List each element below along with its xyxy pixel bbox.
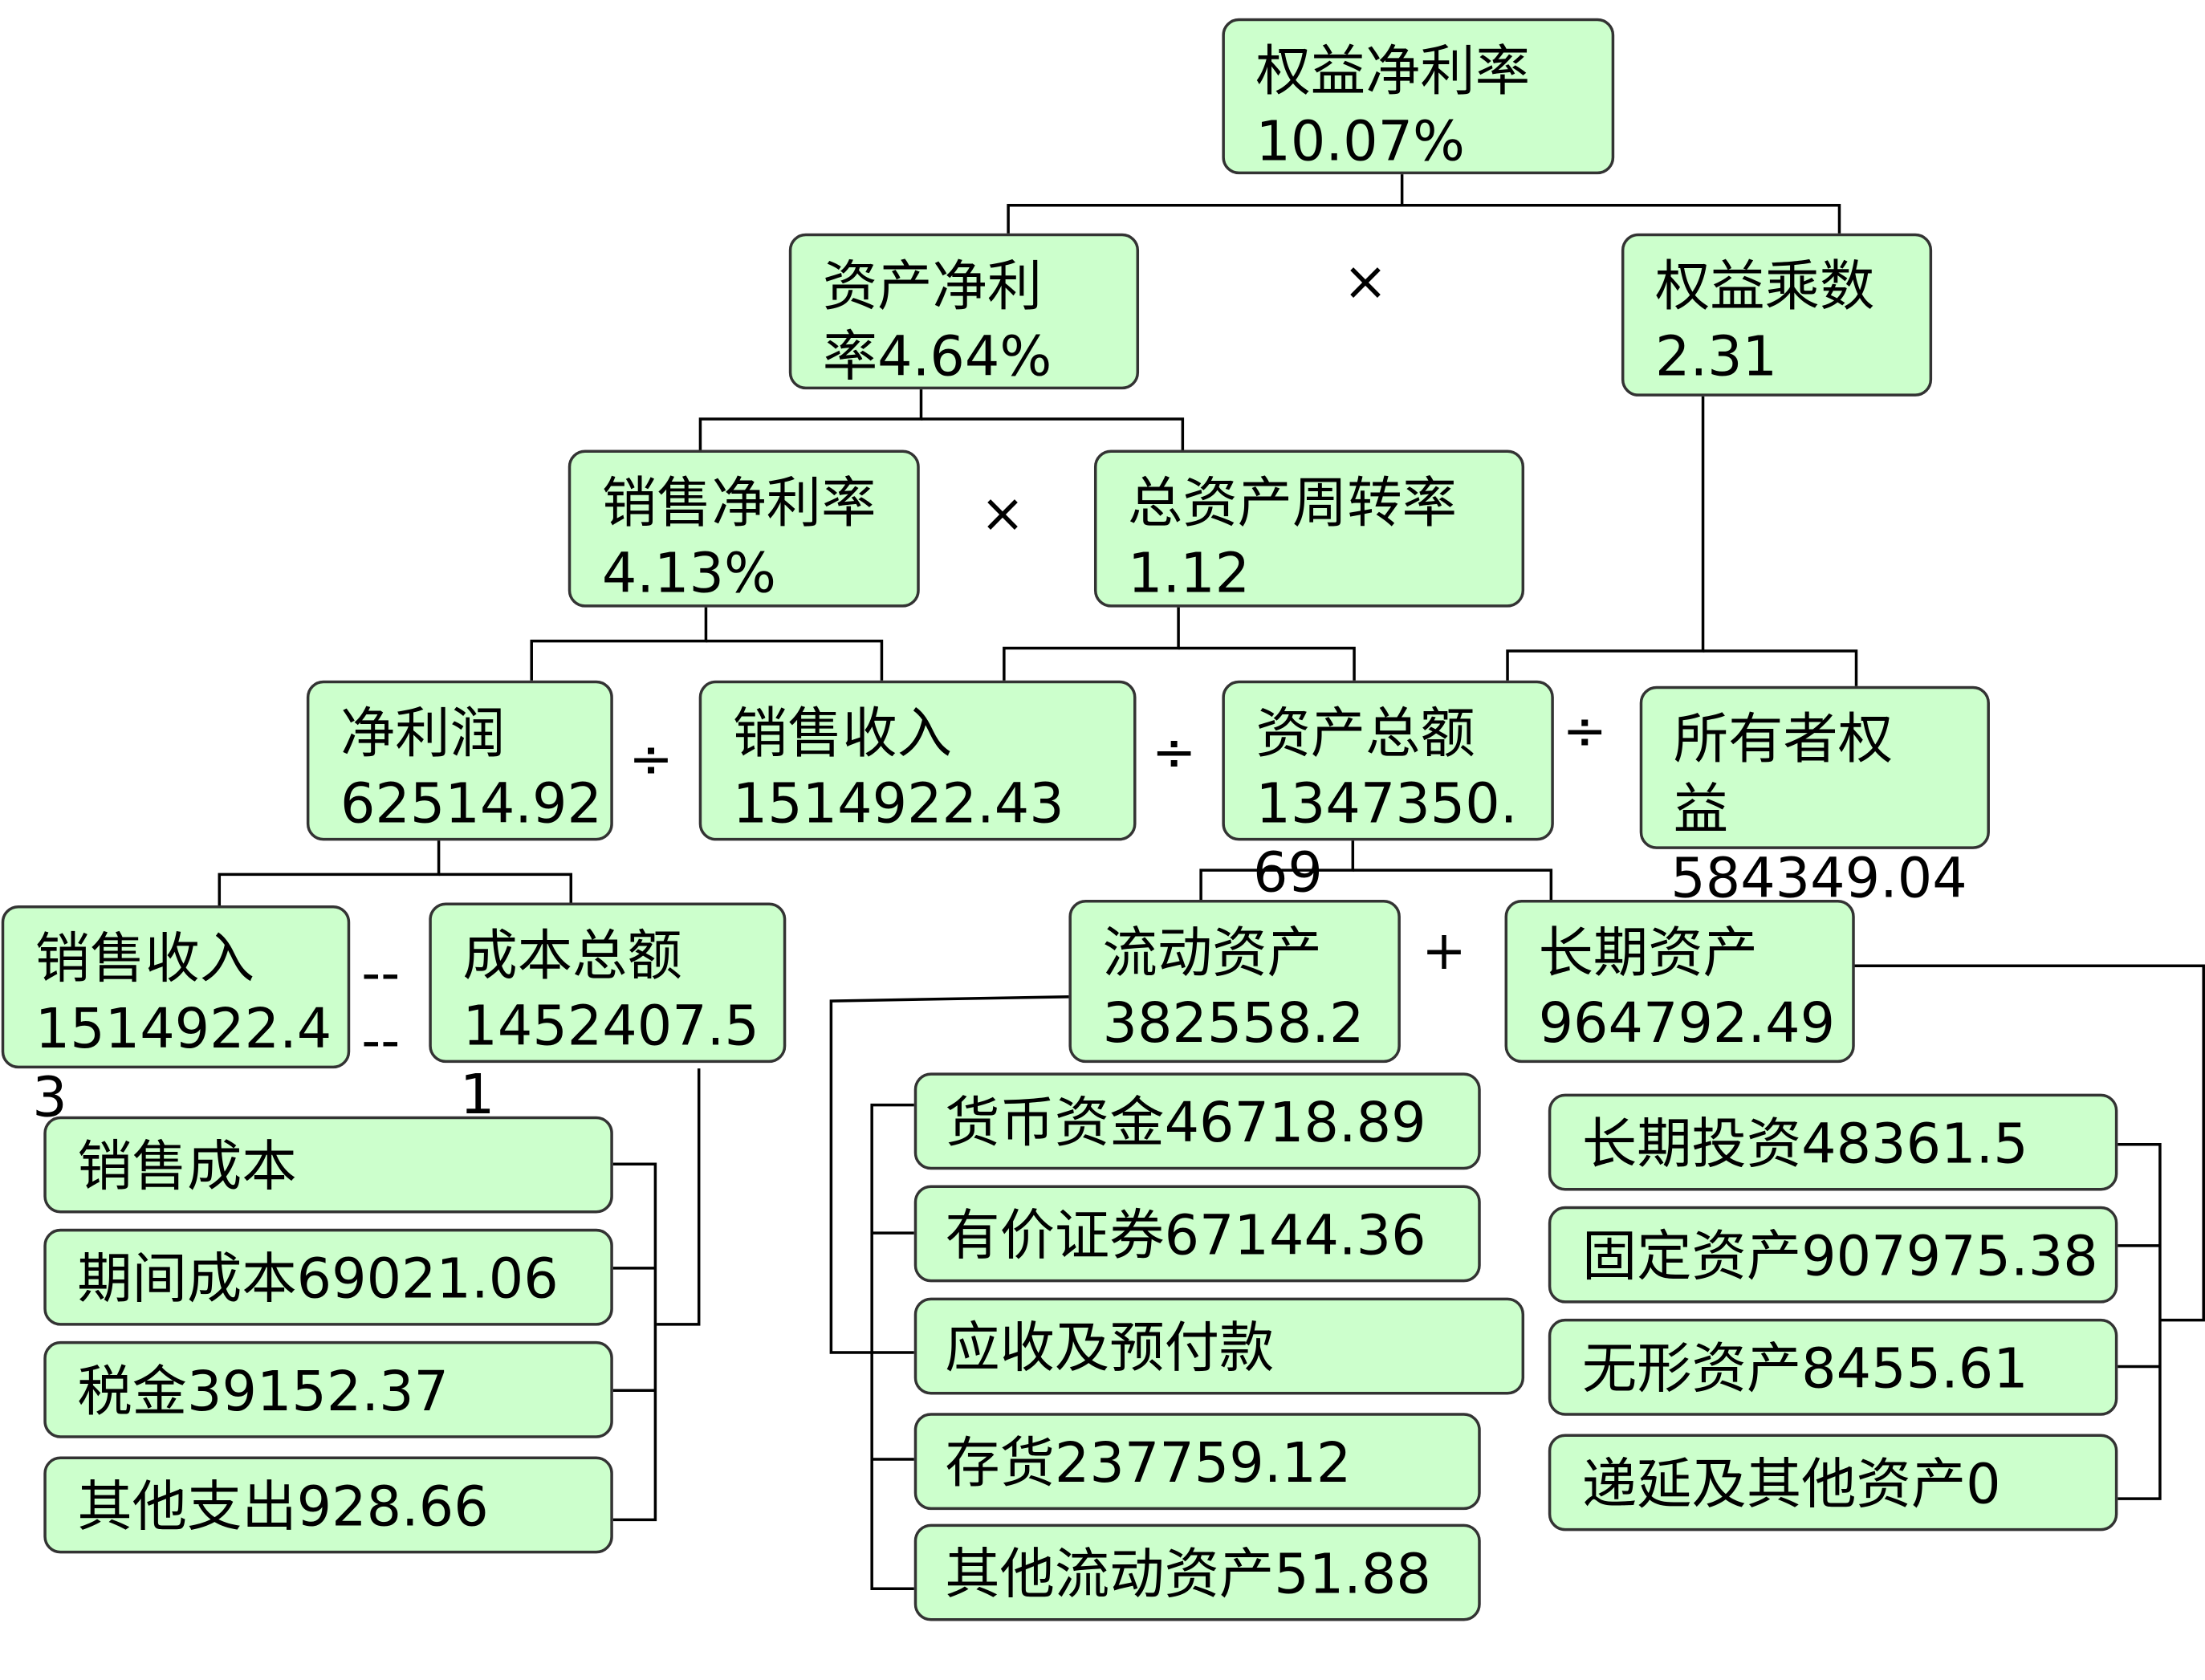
connector-roe-right [1402,203,1841,234]
node-owners-equity [1639,685,1990,849]
long-item-deferred: 递延及其他资产0 [1548,1434,2118,1532]
operator-multiply-mid: × [980,482,1025,544]
connector-roa-right [921,417,1185,450]
connector-roe [1007,174,1404,234]
cost-item-period-cost-label: 期间成本69021.06 [77,1248,559,1312]
cost-item-sales-cost: 销售成本 1343305.42 [43,1116,613,1214]
node-asset-turnover-label: 总资产周转率 [1128,472,1457,536]
node-current-assets [1068,899,1401,1064]
connector-em-right [1703,649,1858,686]
node-net-margin-value: 4.13% [601,543,776,606]
node-net-profit-label: 净利润 [340,702,505,767]
node-asset-turnover-value: 1.12 [1128,543,1251,606]
node-net-margin-label: 销售净利率 [601,472,877,536]
cost-item-period-cost: 期间成本69021.06 [43,1228,613,1326]
current-item-cash: 货币资金46718.89 [913,1072,1481,1170]
connector-current-items [870,1103,914,1590]
long-item-fixed-assets-label: 固定资产907975.38 [1581,1226,2098,1290]
connector-cost-bracket [657,1068,701,1326]
operator-divide-1: ÷ [629,728,673,791]
cost-item-tax: 税金39152.37 [43,1340,613,1438]
connector-margin-right [706,639,884,681]
connector-long-bracket [1853,964,2205,1322]
connector-turnover [1003,607,1180,681]
cost-item-sales-cost-label: 销售成本 [77,1136,297,1200]
long-item-fixed-assets: 固定资产907975.38 [1548,1206,2118,1304]
node-sales-revenue-b-label: 销售收入 [35,927,255,991]
operator-minus-1: -- [361,942,401,1004]
node-net-profit [306,680,613,841]
node-sales-revenue-b-value: 1514922.4 [35,998,332,1062]
node-long-term-assets [1504,899,1855,1064]
long-item-deferred-label: 递延及其他资产0 [1581,1454,2001,1517]
node-equity-multiplier-value: 2.31 [1654,326,1778,390]
connector-cost-items [612,1162,657,1522]
node-roa [788,233,1140,390]
node-net-profit-value: 62514.92 [340,773,602,837]
connector-margin [530,607,708,681]
operator-divide-2: ÷ [1151,721,1197,783]
node-total-cost-label: 成本总额 [462,925,682,989]
long-item-investment: 长期投资48361.5 [1548,1093,2118,1191]
node-asset-turnover [1093,449,1525,608]
current-item-securities-label: 有价证券67144.36 [945,1205,1426,1268]
connector-turnover-right [1178,646,1356,681]
node-total-assets [1222,680,1554,841]
operator-plus: + [1422,919,1467,982]
node-sales-revenue-value: 1514922.43 [732,773,1064,837]
cost-item-other-expense: 其他支出928.66 [43,1456,613,1554]
node-total-assets-value: 1347350. [1255,773,1518,837]
connector-long-items [2118,1142,2162,1500]
node-owners-equity-label-2: 益 [1673,779,1729,843]
node-current-assets-value: 382558.2 [1102,992,1365,1056]
node-roa-label: 资产净利 [822,255,1043,319]
current-item-cash-label: 货币资金46718.89 [945,1092,1426,1156]
node-total-assets-label: 资产总额 [1255,702,1475,767]
node-sales-revenue [698,680,1137,841]
current-item-inventory: 存货237759.12 [913,1413,1481,1511]
node-sales-revenue-label: 销售收入 [732,702,953,767]
connector-roa [698,389,923,450]
node-total-assets-value-overflow: 69 [1252,842,1323,905]
connector-np [218,840,441,905]
node-owners-equity-label: 所有者权 [1673,708,1894,772]
node-roe-value: 10.07% [1255,111,1465,175]
operator-multiply-top: × [1343,250,1388,312]
connector-em [1506,396,1705,681]
cost-item-sales-cost-value: 1343305.42 [77,1202,409,1210]
node-sales-revenue-b [1,905,351,1069]
current-item-receivables-label: 应收及预付款 [945,1317,1275,1381]
current-item-receivables-value: 30883.96 [945,1383,1206,1392]
current-item-receivables: 应收及预付款 30883.96 [913,1297,1525,1395]
node-equity-multiplier [1621,233,1933,397]
operator-minus-2: -- [361,1009,401,1072]
cost-item-tax-label: 税金39152.37 [77,1361,450,1425]
node-roe-label: 权益净利率 [1255,40,1531,104]
node-roa-value: 率4.64% [822,326,1052,390]
current-item-other-current-label: 其他流动资产51.88 [945,1544,1431,1607]
current-item-inventory-label: 存货237759.12 [945,1432,1352,1496]
current-item-other-current: 其他流动资产51.88 [913,1523,1481,1621]
node-long-term-assets-value: 964792.49 [1538,992,1836,1056]
node-total-cost-value: 1452407.5 [462,995,759,1059]
connector-ta-right [1353,868,1553,900]
node-roe [1222,18,1615,175]
cost-item-other-expense-label: 其他支出928.66 [77,1476,489,1540]
node-net-margin [568,449,920,608]
node-current-assets-label: 流动资产 [1102,921,1322,986]
long-item-intangible-label: 无形资产8455.61 [1581,1338,2028,1402]
current-item-securities: 有价证券67144.36 [913,1185,1481,1283]
long-item-intangible: 无形资产8455.61 [1548,1318,2118,1416]
operator-divide-3: ÷ [1562,700,1608,763]
node-equity-multiplier-label: 权益乘数 [1654,255,1875,319]
connector-ta [1199,840,1355,900]
long-item-investment-label: 长期投资48361.5 [1581,1113,2028,1178]
node-total-cost [429,902,787,1064]
node-long-term-assets-label: 长期资产 [1538,921,1758,986]
connector-np-right [438,873,573,905]
